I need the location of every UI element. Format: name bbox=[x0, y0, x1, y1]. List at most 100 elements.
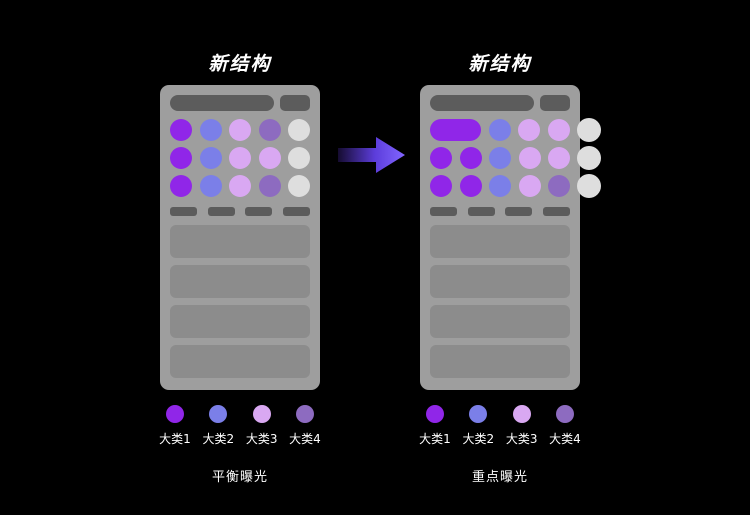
left-legend: 大类1 大类2 大类3 大类4 bbox=[155, 405, 325, 447]
left-content-cards bbox=[170, 225, 310, 378]
right-legend: 大类1 大类2 大类3 大类4 bbox=[415, 405, 585, 447]
dot-cat1 bbox=[170, 147, 192, 169]
dot-cat4 bbox=[258, 175, 281, 197]
dot-cat1 bbox=[170, 175, 192, 197]
legend-dot-cat1 bbox=[166, 405, 184, 423]
legend-dot-cat3 bbox=[512, 405, 531, 423]
legend-dot-cat2 bbox=[469, 405, 488, 423]
transition-arrow-icon bbox=[338, 130, 408, 180]
dot-cat4 bbox=[258, 119, 281, 141]
right-topbar bbox=[430, 95, 570, 111]
content-card bbox=[430, 265, 570, 298]
left-title: 新结构 bbox=[208, 53, 272, 75]
left-topbar bbox=[170, 95, 310, 111]
legend-label: 大类3 bbox=[245, 432, 278, 446]
category-dot-row bbox=[170, 119, 310, 141]
right-tab-chips bbox=[430, 207, 570, 216]
left-app-panel bbox=[160, 85, 320, 390]
category-dot-row bbox=[170, 147, 310, 169]
left-caption: 平衡曝光 bbox=[211, 470, 268, 485]
dot-cat3 bbox=[518, 147, 541, 169]
button-placeholder bbox=[540, 95, 570, 111]
dot-gray bbox=[288, 119, 310, 141]
outside-dot-gray bbox=[577, 118, 601, 142]
outside-dot-gray bbox=[577, 174, 601, 198]
legend-label: 大类3 bbox=[505, 432, 538, 446]
category-dot-row bbox=[170, 175, 310, 197]
legend-label: 大类1 bbox=[159, 432, 191, 446]
content-card bbox=[430, 225, 570, 258]
right-category-grid bbox=[430, 119, 570, 197]
searchbar-placeholder bbox=[170, 95, 274, 111]
right-structure-group: 新结构 大类1 大类2 大类3 大类4 重点曝光 bbox=[419, 40, 601, 485]
legend-item: 大类1 bbox=[415, 405, 455, 447]
legend-label: 大类4 bbox=[289, 432, 321, 446]
legend-dot-cat4 bbox=[295, 405, 314, 423]
dot-cat3 bbox=[229, 119, 251, 141]
left-tab-chips bbox=[170, 207, 310, 216]
legend-item: 大类2 bbox=[198, 405, 238, 447]
tab-chip bbox=[207, 207, 235, 216]
legend-label: 大类2 bbox=[202, 432, 235, 446]
pill-cat1 bbox=[430, 119, 481, 141]
dot-cat3 bbox=[548, 147, 570, 169]
legend-item: 大类2 bbox=[458, 405, 498, 447]
right-app-panel bbox=[420, 85, 580, 390]
legend-dot-cat2 bbox=[209, 405, 228, 423]
right-content-cards bbox=[430, 225, 570, 378]
dot-cat1 bbox=[459, 147, 482, 169]
legend-item: 大类3 bbox=[242, 405, 282, 447]
content-card bbox=[170, 225, 310, 258]
dot-cat2 bbox=[199, 175, 222, 197]
content-card bbox=[170, 345, 310, 378]
dot-cat2 bbox=[199, 119, 222, 141]
right-caption: 重点曝光 bbox=[471, 470, 528, 485]
legend-dot-cat1 bbox=[426, 405, 444, 423]
tab-chip bbox=[467, 207, 495, 216]
dot-cat1 bbox=[459, 175, 482, 197]
dot-cat3 bbox=[229, 175, 251, 197]
dot-cat3 bbox=[547, 119, 570, 141]
legend-item: 大类4 bbox=[545, 405, 585, 447]
legend-label: 大类1 bbox=[419, 432, 451, 446]
legend-label: 大类2 bbox=[462, 432, 495, 446]
content-card bbox=[430, 345, 570, 378]
tab-chip bbox=[505, 207, 533, 216]
dot-cat3 bbox=[518, 119, 541, 141]
dot-cat2 bbox=[489, 175, 511, 197]
dot-gray bbox=[288, 175, 310, 197]
category-dot-row bbox=[430, 175, 570, 197]
tab-chip bbox=[170, 207, 197, 216]
dot-cat2 bbox=[489, 147, 511, 169]
dot-cat2 bbox=[488, 119, 511, 141]
dot-cat2 bbox=[199, 147, 222, 169]
category-dot-row bbox=[430, 119, 570, 141]
content-card bbox=[430, 305, 570, 338]
dot-cat1 bbox=[430, 147, 452, 169]
right-title: 新结构 bbox=[468, 53, 532, 75]
content-card bbox=[170, 265, 310, 298]
left-structure-group: 新结构 大类1 大类2 大类3 大类4 平衡曝光 bbox=[159, 40, 321, 485]
legend-dot-cat4 bbox=[555, 405, 574, 423]
dot-cat3 bbox=[229, 147, 251, 169]
tab-chip bbox=[282, 207, 310, 216]
tab-chip bbox=[542, 207, 570, 216]
dot-cat1 bbox=[170, 119, 192, 141]
legend-item: 大类3 bbox=[502, 405, 542, 447]
dot-cat3 bbox=[258, 147, 281, 169]
legend-item: 大类1 bbox=[155, 405, 195, 447]
tab-chip bbox=[430, 207, 457, 216]
category-dot-row bbox=[430, 147, 570, 169]
searchbar-placeholder bbox=[430, 95, 534, 111]
legend-dot-cat3 bbox=[252, 405, 271, 423]
dot-gray bbox=[288, 147, 310, 169]
left-category-grid bbox=[170, 119, 310, 197]
dot-cat1 bbox=[430, 175, 452, 197]
content-card bbox=[170, 305, 310, 338]
dot-cat3 bbox=[518, 175, 541, 197]
outside-dot-gray bbox=[577, 146, 601, 170]
button-placeholder bbox=[280, 95, 310, 111]
legend-label: 大类4 bbox=[549, 432, 581, 446]
dot-cat4 bbox=[548, 175, 570, 197]
